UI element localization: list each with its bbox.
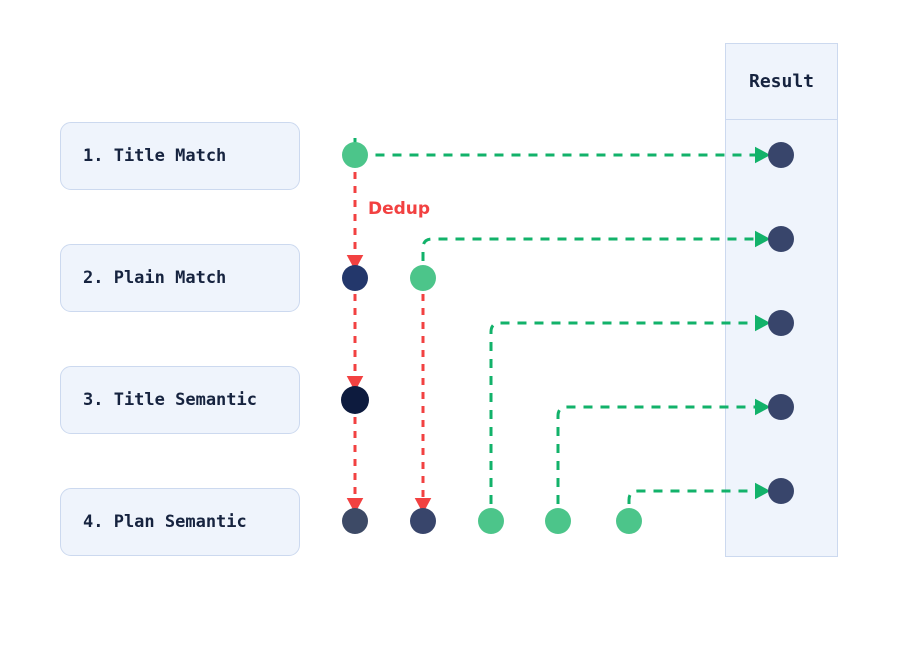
- result-wire-2: [421, 230, 771, 261]
- node-col1-row1[interactable]: [342, 142, 368, 168]
- result-dot-3[interactable]: [768, 310, 794, 336]
- result-wire-1: [353, 138, 771, 164]
- stage-label: 3. Title Semantic: [83, 390, 257, 410]
- result-dot-1[interactable]: [768, 142, 794, 168]
- node-col1-row4[interactable]: [342, 508, 368, 534]
- result-dot-5[interactable]: [768, 478, 794, 504]
- node-col2-row4[interactable]: [410, 508, 436, 534]
- dedup-annotation: Dedup: [368, 199, 431, 219]
- stage-box-title-match[interactable]: 1. Title Match: [60, 122, 300, 190]
- result-dot-4[interactable]: [768, 394, 794, 420]
- result-wire-3: [489, 314, 771, 504]
- node-col1-row2[interactable]: [342, 265, 368, 291]
- stage-box-plain-match[interactable]: 2. Plain Match: [60, 244, 300, 312]
- node-col1-row3[interactable]: [341, 386, 369, 414]
- node-col4-row4[interactable]: [545, 508, 571, 534]
- node-col2-row2[interactable]: [410, 265, 436, 291]
- result-panel-header: Result: [726, 44, 837, 120]
- stage-label: 1. Title Match: [83, 146, 227, 166]
- node-col5-row4[interactable]: [616, 508, 642, 534]
- stage-label: 4. Plan Semantic: [83, 512, 247, 532]
- result-dot-2[interactable]: [768, 226, 794, 252]
- stage-label: 2. Plain Match: [83, 268, 227, 288]
- stage-box-title-semantic[interactable]: 3. Title Semantic: [60, 366, 300, 434]
- result-wire-group: [353, 138, 771, 504]
- dedup-wire-group: [346, 172, 432, 514]
- result-title: Result: [748, 71, 815, 92]
- stage-box-plan-semantic[interactable]: 4. Plan Semantic: [60, 488, 300, 556]
- node-col3-row4[interactable]: [478, 508, 504, 534]
